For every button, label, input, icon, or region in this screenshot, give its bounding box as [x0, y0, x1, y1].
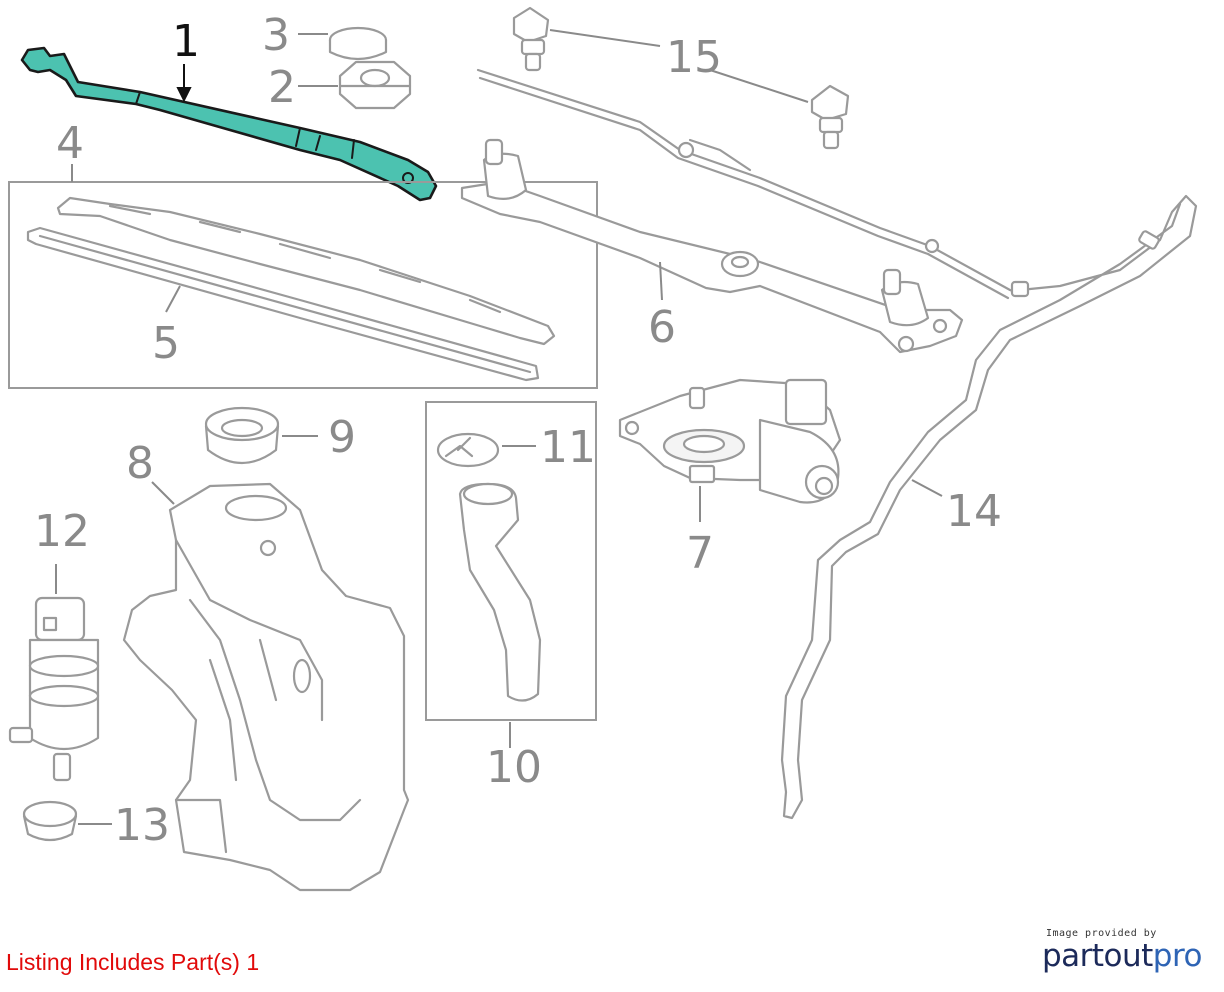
part-11-filler-cap[interactable]: [436, 432, 500, 468]
callout-1[interactable]: 1: [172, 16, 200, 67]
callout-11[interactable]: 11: [540, 422, 596, 473]
washer-hose-upper: [474, 66, 1024, 300]
callout-numbers: 1 2 3 4 5 6 7 8 9 10 11 12 13 14 15: [34, 10, 1002, 851]
callout-4[interactable]: 4: [56, 118, 84, 169]
callout-7[interactable]: 7: [686, 528, 714, 579]
brand-part-1: partout: [1041, 938, 1153, 974]
part-2-nut[interactable]: [338, 60, 412, 110]
image-provided-by-label: Image provided by: [1045, 928, 1157, 939]
part-15-washer-nozzle-right[interactable]: [810, 84, 850, 150]
callout-14[interactable]: 14: [946, 486, 1002, 537]
part-9-reservoir-cap[interactable]: [204, 406, 280, 464]
part-5-wiper-refill[interactable]: [26, 226, 540, 382]
part-3-cap[interactable]: [328, 26, 388, 61]
partoutpro-logo: Image provided by partoutpro: [1041, 928, 1203, 974]
part-14-washer-hose[interactable]: [780, 194, 1198, 820]
callout-8[interactable]: 8: [126, 438, 154, 489]
callout-6[interactable]: 6: [648, 302, 676, 353]
callout-13[interactable]: 13: [114, 800, 170, 851]
callout-5[interactable]: 5: [152, 318, 180, 369]
part-7-wiper-motor[interactable]: [618, 378, 842, 504]
callout-10[interactable]: 10: [486, 742, 542, 793]
brand-part-2: pro: [1152, 938, 1203, 974]
part-15-washer-nozzle-left[interactable]: [512, 6, 550, 72]
part-1-wiper-arm[interactable]: [20, 46, 438, 202]
callout-3[interactable]: 3: [262, 10, 290, 61]
callout-9[interactable]: 9: [328, 412, 356, 463]
listing-includes-note: Listing Includes Part(s) 1: [6, 949, 260, 975]
part-12-washer-pump[interactable]: [8, 596, 100, 782]
callout-15[interactable]: 15: [666, 32, 722, 83]
part-13-pump-grommet[interactable]: [22, 800, 78, 842]
part-10-group-box: [425, 401, 597, 721]
leader-lines: [55, 29, 943, 825]
part-4-group-box: [8, 181, 598, 389]
brand-wordmark: partoutpro: [1041, 938, 1203, 974]
part-4-wiper-blade[interactable]: [56, 196, 556, 346]
part-6-wiper-linkage[interactable]: [460, 138, 964, 354]
part-10-filler-neck[interactable]: [458, 482, 542, 702]
part-8-washer-reservoir[interactable]: [122, 482, 410, 892]
callout-12[interactable]: 12: [34, 506, 90, 557]
callout-2[interactable]: 2: [268, 62, 296, 113]
